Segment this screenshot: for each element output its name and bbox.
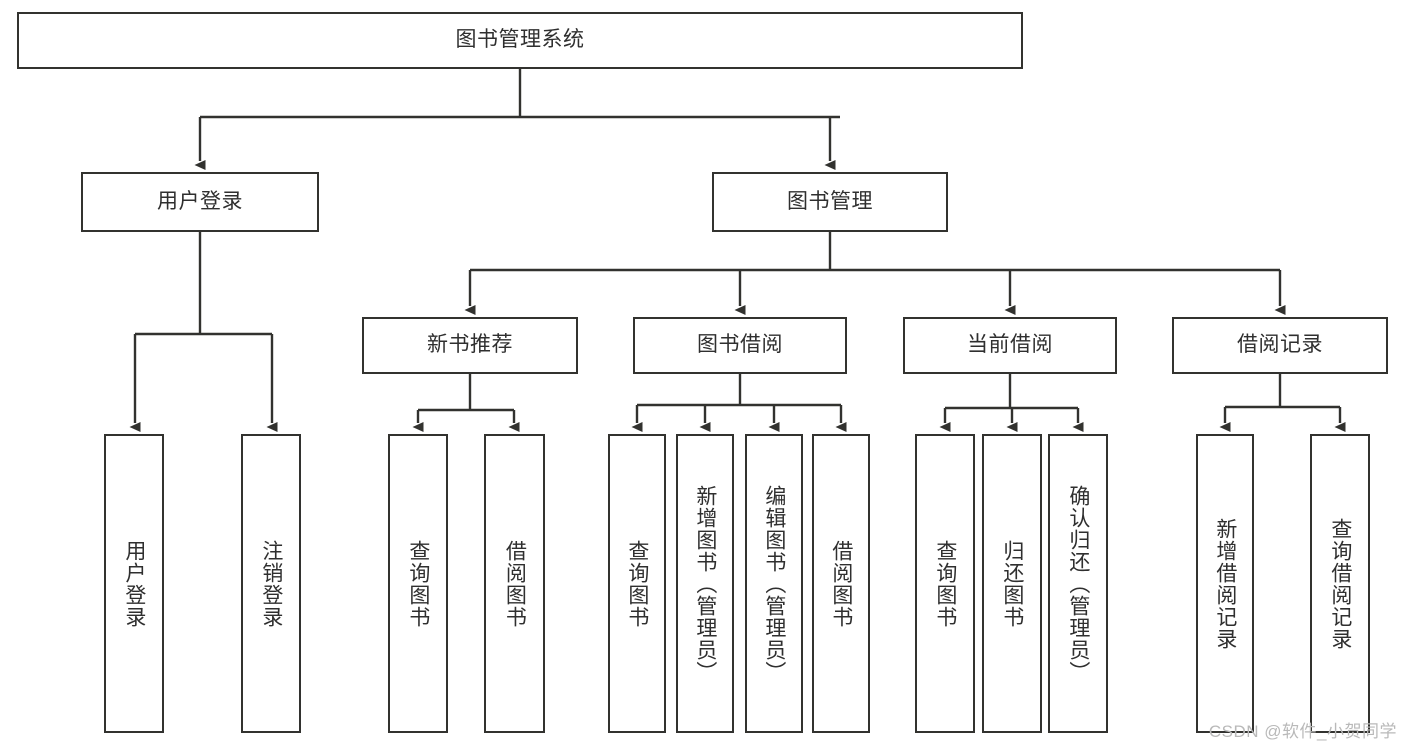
node-borrow-records-label: 借阅记录 xyxy=(1237,333,1323,357)
leaf-edit-book-admin-label: 编辑图书（管理员） xyxy=(762,484,786,683)
watermark: CSDN @软件_小贺同学 xyxy=(1208,722,1397,741)
node-root-label: 图书管理系统 xyxy=(455,28,585,52)
leaf-query-book-newbook-label: 查询图书 xyxy=(406,539,430,628)
leaf-query-book-current[interactable]: 查询图书 xyxy=(915,434,975,733)
leaf-borrow-book-newbook-label: 借阅图书 xyxy=(503,539,527,628)
node-user-login-label: 用户登录 xyxy=(157,189,243,213)
leaf-query-book-borrow[interactable]: 查询图书 xyxy=(608,434,666,733)
leaf-user-login[interactable]: 用户登录 xyxy=(104,434,164,733)
leaf-confirm-return-admin[interactable]: 确认归还（管理员） xyxy=(1048,434,1108,733)
leaf-query-borrow-record-label: 查询借阅记录 xyxy=(1328,517,1352,650)
leaf-confirm-return-admin-label: 确认归还（管理员） xyxy=(1066,484,1090,683)
leaf-query-book-current-label: 查询图书 xyxy=(933,539,957,628)
leaf-borrow-book-newbook[interactable]: 借阅图书 xyxy=(484,434,545,733)
node-borrow-records[interactable]: 借阅记录 xyxy=(1172,317,1388,374)
node-new-book-recommend[interactable]: 新书推荐 xyxy=(362,317,578,374)
leaf-borrow-book[interactable]: 借阅图书 xyxy=(812,434,870,733)
leaf-add-borrow-record-label: 新增借阅记录 xyxy=(1213,517,1237,650)
node-book-borrow-label: 图书借阅 xyxy=(697,333,783,357)
leaf-add-borrow-record[interactable]: 新增借阅记录 xyxy=(1196,434,1254,733)
leaf-logout[interactable]: 注销登录 xyxy=(241,434,301,733)
node-user-login[interactable]: 用户登录 xyxy=(81,172,319,232)
leaf-add-book-admin-label: 新增图书（管理员） xyxy=(693,484,717,683)
leaf-borrow-book-label: 借阅图书 xyxy=(829,539,853,628)
leaf-query-book-newbook[interactable]: 查询图书 xyxy=(388,434,448,733)
leaf-return-book-label: 归还图书 xyxy=(1000,539,1024,628)
leaf-return-book[interactable]: 归还图书 xyxy=(982,434,1042,733)
node-current-borrow[interactable]: 当前借阅 xyxy=(903,317,1117,374)
leaf-add-book-admin[interactable]: 新增图书（管理员） xyxy=(676,434,734,733)
leaf-query-borrow-record[interactable]: 查询借阅记录 xyxy=(1310,434,1370,733)
node-book-borrow[interactable]: 图书借阅 xyxy=(633,317,847,374)
node-root[interactable]: 图书管理系统 xyxy=(17,12,1023,69)
node-book-management[interactable]: 图书管理 xyxy=(712,172,948,232)
leaf-edit-book-admin[interactable]: 编辑图书（管理员） xyxy=(745,434,803,733)
leaf-logout-label: 注销登录 xyxy=(259,539,283,628)
leaf-query-book-borrow-label: 查询图书 xyxy=(625,539,649,628)
node-new-book-recommend-label: 新书推荐 xyxy=(427,333,513,357)
node-book-management-label: 图书管理 xyxy=(787,189,873,213)
leaf-user-login-label: 用户登录 xyxy=(122,539,146,628)
node-current-borrow-label: 当前借阅 xyxy=(967,333,1053,357)
